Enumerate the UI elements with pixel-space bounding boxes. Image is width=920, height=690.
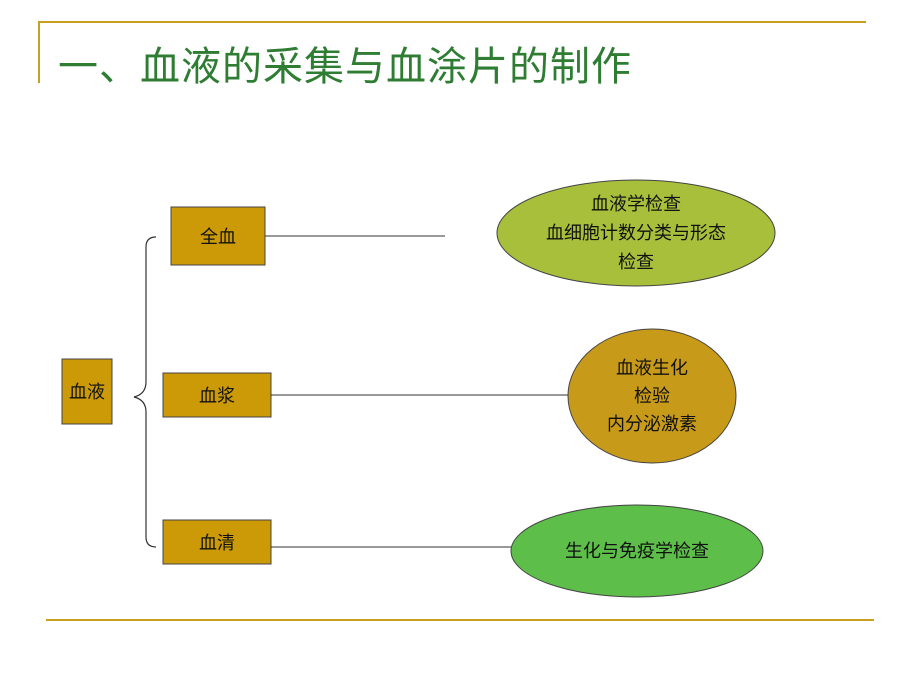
slide-title: 一、血液的采集与血涂片的制作 [58, 44, 632, 90]
top-rule [38, 21, 866, 23]
root-label: 血液 [69, 382, 105, 403]
oval-serum [510, 504, 764, 598]
use-text-whole-blood-3: 检查 [618, 252, 654, 273]
branch-label-whole-blood: 全血 [200, 227, 236, 248]
use-text-plasma-3: 内分泌激素 [607, 414, 697, 435]
use-text-plasma-2: 检验 [634, 386, 670, 407]
use-text-serum-1: 生化与免疫学检查 [565, 541, 709, 562]
root-box [61, 358, 113, 425]
use-text-whole-blood-2: 血细胞计数分类与形态 [546, 223, 726, 244]
use-text-whole-blood-1: 血液学检查 [591, 194, 681, 215]
branch-brace [133, 236, 157, 548]
use-text-plasma-1: 血液生化 [616, 358, 688, 379]
branch-box-serum [162, 519, 272, 565]
left-rule [38, 21, 40, 83]
oval-whole-blood [496, 179, 776, 287]
branch-label-plasma: 血浆 [199, 386, 235, 407]
branch-label-serum: 血清 [199, 533, 235, 554]
bottom-rule [46, 619, 874, 621]
branch-box-plasma [162, 372, 272, 418]
oval-plasma [567, 328, 737, 464]
branch-box-whole-blood [170, 206, 266, 266]
